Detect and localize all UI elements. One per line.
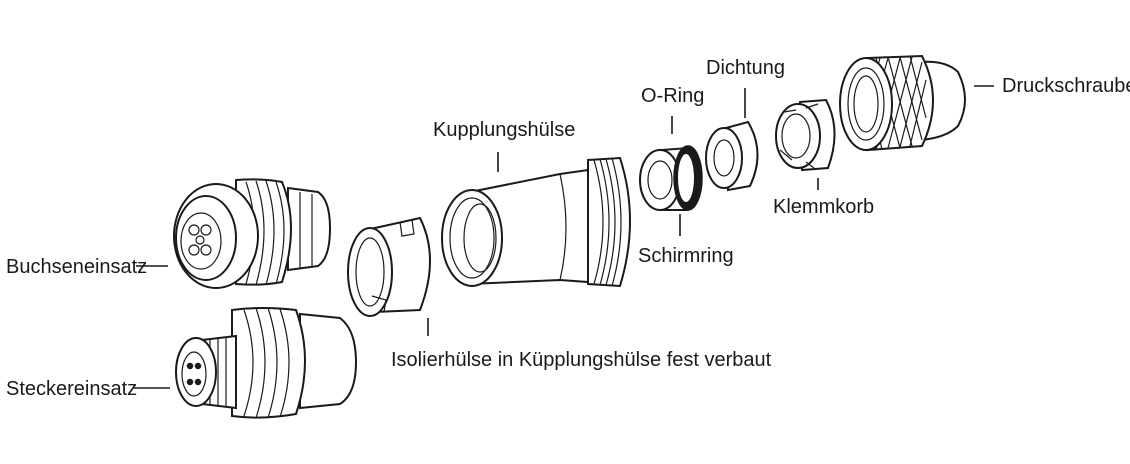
label-isolierhuelse: Isolierhülse in Küpplungshülse fest verb…: [391, 349, 772, 371]
kupplungshuelse-part: [441, 156, 631, 288]
isolierhuelse-part: [347, 216, 431, 317]
o-ring-part: [673, 145, 703, 211]
leader-lines: [134, 85, 994, 389]
buchseneinsatz-part: [173, 178, 332, 289]
label-buchseneinsatz: Buchseneinsatz: [6, 256, 147, 278]
label-kupplungshuelse: Kupplungshülse: [433, 119, 575, 141]
druckschraube-part: [839, 54, 966, 152]
label-druckschraube: Druckschraube: [1002, 75, 1130, 97]
dichtung-part: [705, 120, 759, 192]
label-klemmkorb: Klemmkorb: [773, 196, 874, 218]
klemmkorb-part: [775, 98, 836, 172]
steckereinsatz-part: [175, 307, 358, 419]
label-schirmring: Schirmring: [638, 245, 734, 267]
label-dichtung: Dichtung: [706, 57, 785, 79]
label-o-ring: O-Ring: [641, 85, 704, 107]
label-steckereinsatz: Steckereinsatz: [6, 378, 137, 400]
